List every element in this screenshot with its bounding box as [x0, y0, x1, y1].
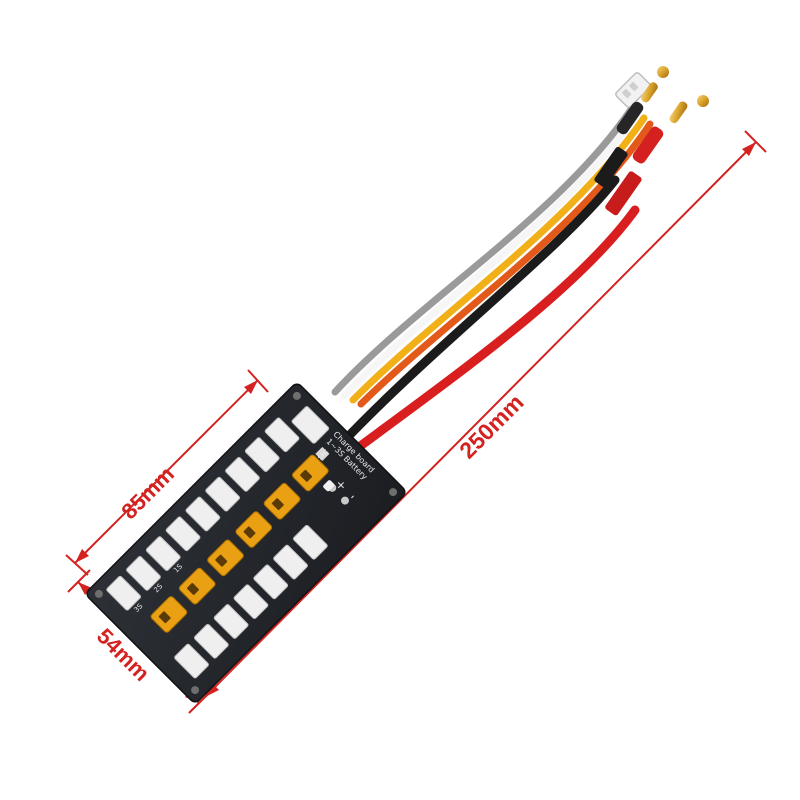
- arrowhead-icon: [205, 683, 219, 697]
- balance-plug: [615, 72, 651, 108]
- arrowhead-icon: [742, 142, 756, 156]
- banana-plug-black: [594, 66, 669, 188]
- xt30-connectors: [150, 454, 329, 633]
- balance-ports-bottom: [174, 524, 328, 679]
- input-balance-socket: [291, 406, 330, 444]
- wire-black: [335, 175, 620, 450]
- arrowhead-icon: [75, 549, 89, 563]
- wire-white: [340, 108, 642, 400]
- dimension-line-250: [204, 141, 757, 698]
- dimension-line-85: [74, 379, 259, 564]
- wire-grey: [331, 104, 636, 396]
- banana-plug-red: [605, 95, 709, 216]
- arrowhead-icon: [244, 380, 258, 394]
- arrowhead-icon: [78, 582, 92, 595]
- balance-ports-top: [106, 417, 300, 611]
- cable-length-label: 250mm: [454, 389, 528, 463]
- solder-pad-negative: [340, 496, 349, 505]
- cable-tie: [323, 480, 335, 492]
